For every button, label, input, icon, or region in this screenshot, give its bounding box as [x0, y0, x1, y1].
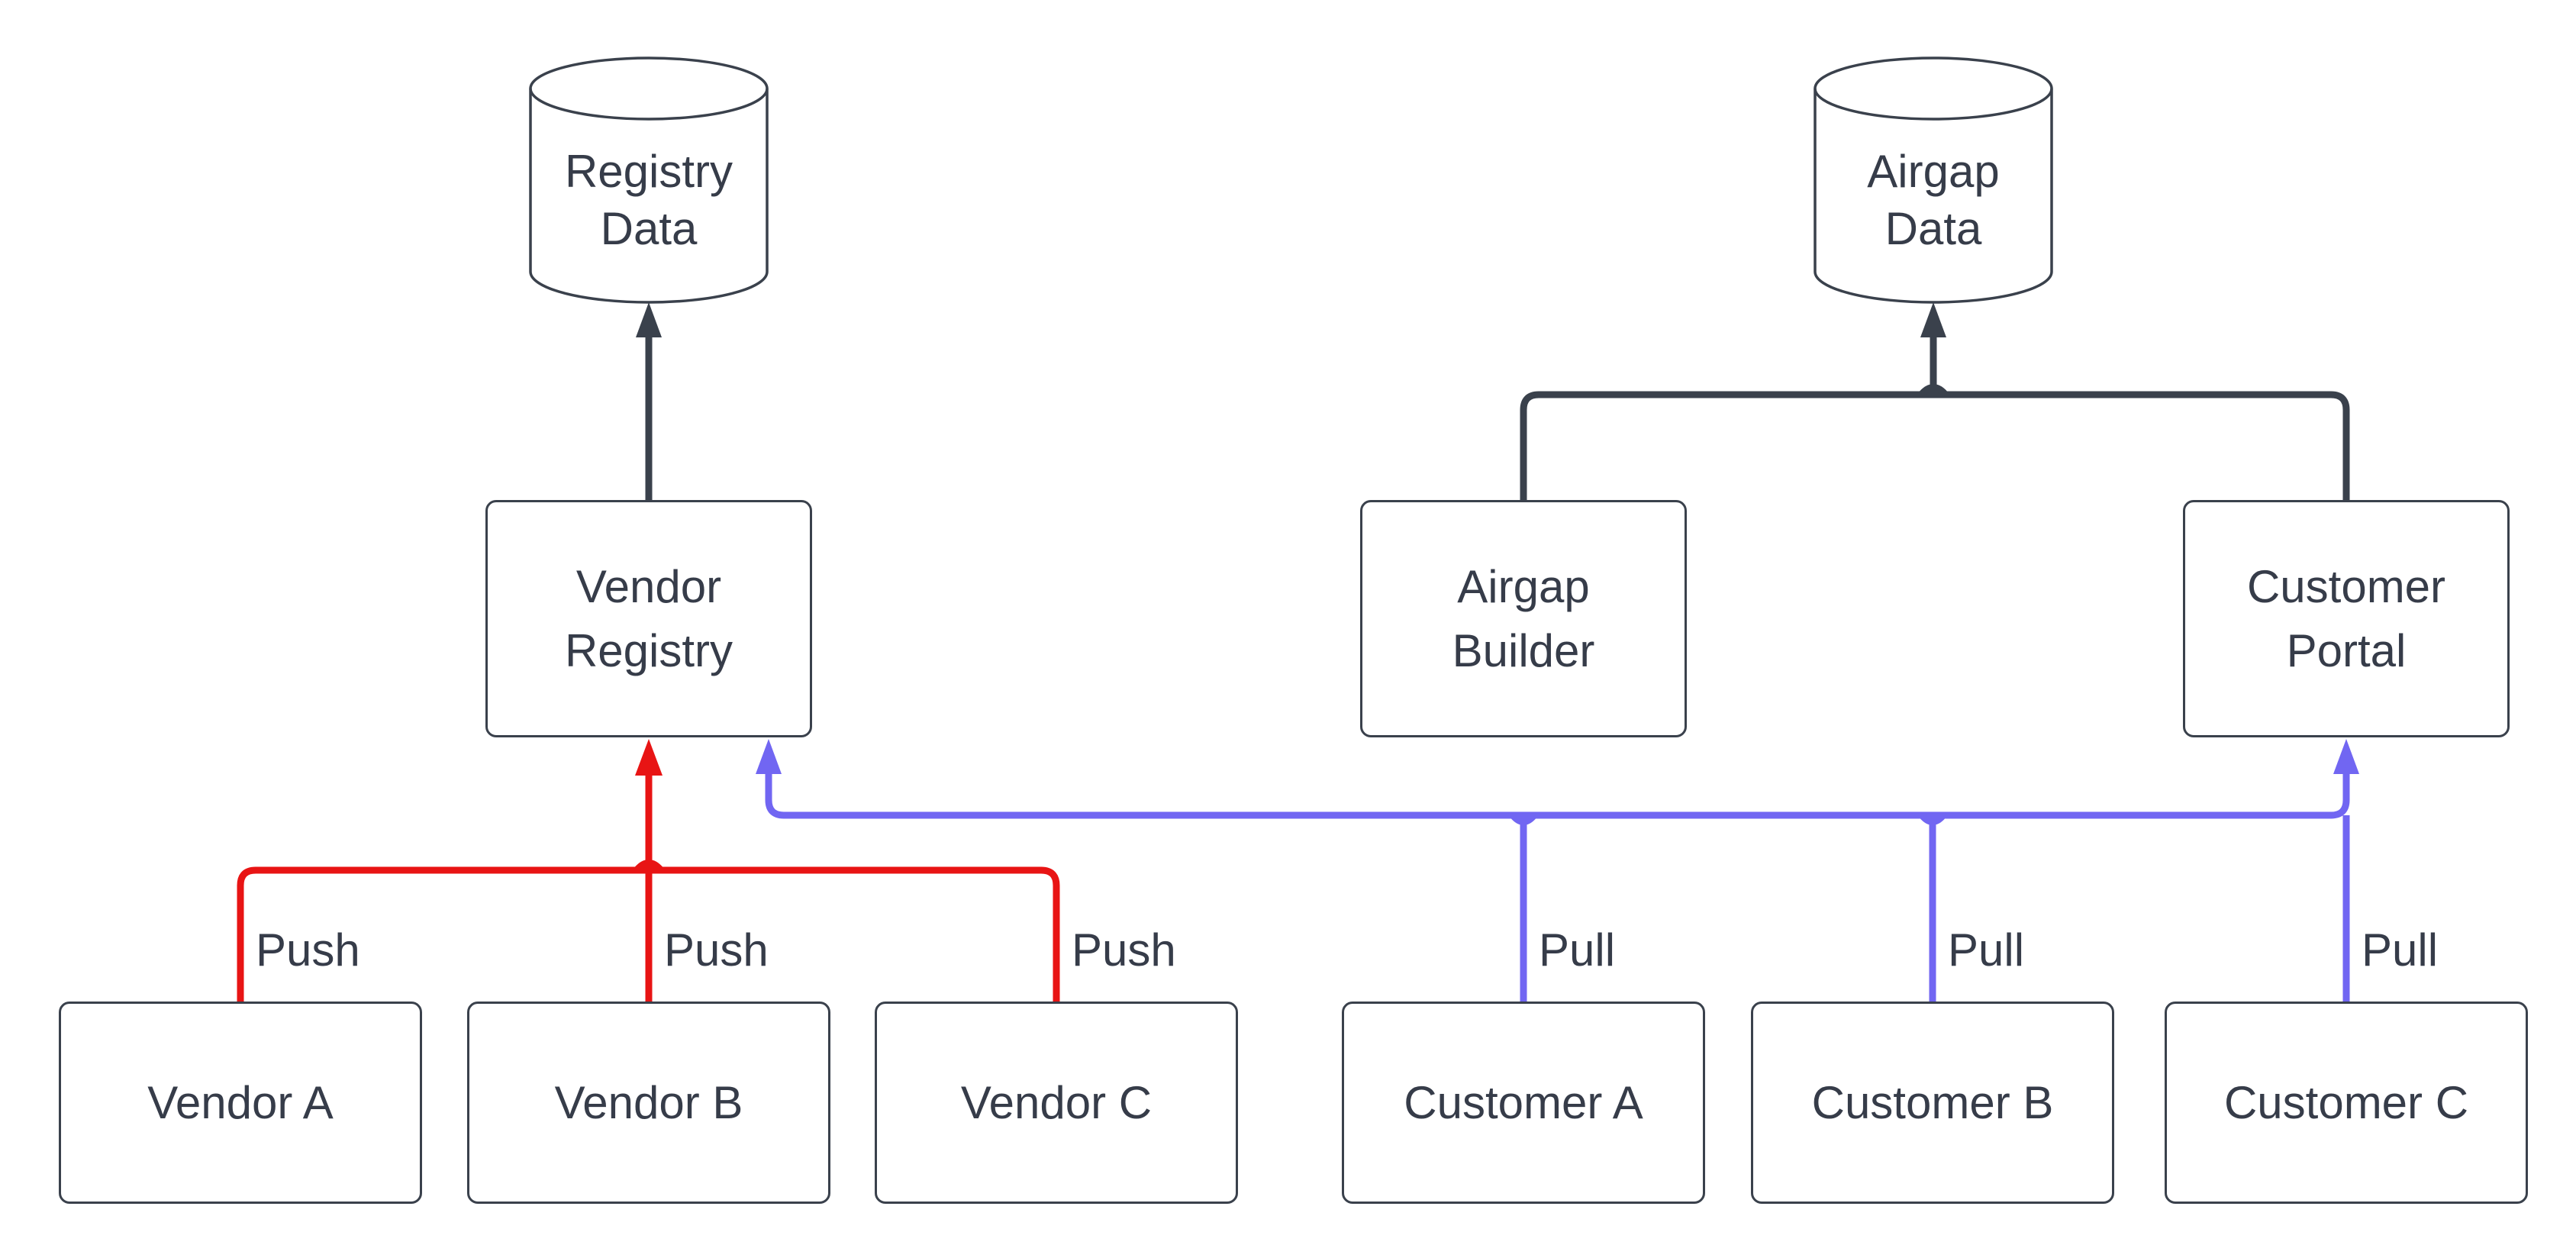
cylinder-body [529, 56, 769, 304]
node-customer-portal: Customer Portal [2183, 500, 2510, 737]
node-vendor-c: Vendor C [875, 1002, 1238, 1204]
edge-label-push-vendor-b: Push [664, 924, 769, 976]
arrowhead-registry-data [636, 302, 662, 337]
node-label: Customer C [2223, 1076, 2469, 1128]
node-label: Vendor C [960, 1076, 1153, 1128]
node-label: Vendor B [554, 1076, 743, 1128]
node-vendor-b: Vendor B [467, 1002, 830, 1204]
node-label: Airgap Builder [1452, 560, 1595, 676]
node-airgap-builder: Airgap Builder [1360, 500, 1687, 737]
edge-label-pull-customer-b: Pull [1948, 924, 2025, 976]
cylinder-rim [1814, 88, 2053, 121]
cylinder-rim [529, 88, 769, 121]
edge-label-push-vendor-c: Push [1072, 924, 1176, 976]
node-label: Customer Portal [2246, 560, 2446, 676]
node-label: Customer B [1811, 1076, 2054, 1128]
arrowhead-airgap-data [1920, 302, 1946, 337]
node-customer-a: Customer A [1342, 1002, 1705, 1204]
registry-data-cylinder-shape [529, 56, 769, 304]
edge-builder-portal-bus [1520, 391, 2350, 500]
node-vendor-a: Vendor A [59, 1002, 422, 1204]
airgap-data-cylinder-shape [1814, 56, 2053, 304]
node-customer-b: Customer B [1751, 1002, 2114, 1204]
edge-label-push-vendor-a: Push [256, 924, 360, 976]
arrowhead-push-vendor-registry [635, 739, 663, 776]
node-customer-c: Customer C [2165, 1002, 2528, 1204]
edge-label-pull-customer-a: Pull [1539, 924, 1616, 976]
edge-label-pull-customer-c: Pull [2362, 924, 2439, 976]
node-vendor-registry: Vendor Registry [485, 500, 812, 737]
arrowhead-pull-vendor-registry [756, 739, 782, 774]
arrowhead-pull-customer-portal [2333, 739, 2359, 774]
node-label: Registry Data [564, 146, 733, 254]
node-airgap-data: Airgap Data [1815, 58, 2052, 302]
cylinder-body [1814, 56, 2053, 304]
node-label: Vendor Registry [564, 560, 733, 676]
edge-pull-bus [765, 774, 2350, 819]
node-label: Customer A [1404, 1076, 1643, 1128]
node-registry-data: Registry Data [530, 58, 767, 302]
node-label: Vendor A [147, 1076, 334, 1128]
node-label: Airgap Data [1867, 146, 2000, 254]
